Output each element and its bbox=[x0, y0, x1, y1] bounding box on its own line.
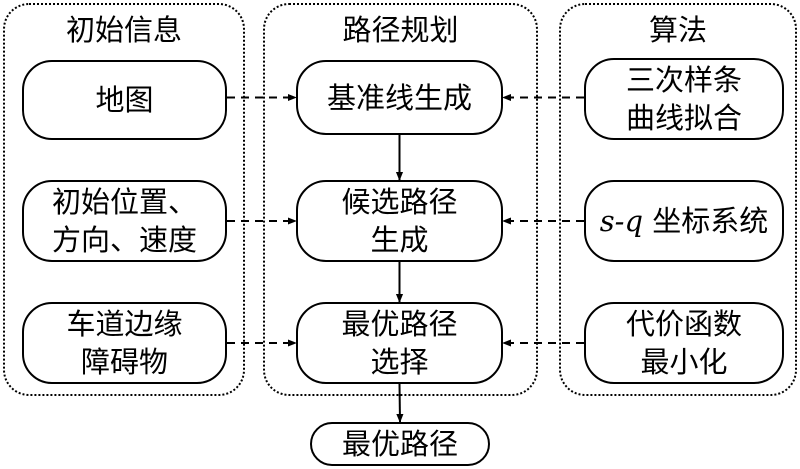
sq-symbol: s-q bbox=[599, 204, 644, 238]
group-algorithm bbox=[559, 3, 797, 396]
node-initial-state: 初始位置、 方向、速度 bbox=[22, 180, 227, 262]
group-initial-info bbox=[3, 3, 245, 396]
group-path-planning-title: 路径规划 bbox=[342, 13, 459, 47]
node-map: 地图 bbox=[22, 60, 227, 140]
node-cubic-spline-line-2: 曲线拟合 bbox=[625, 101, 742, 135]
node-cubic-spline: 三次样条 曲线拟合 bbox=[584, 58, 784, 140]
edge-optimal-selection-to-optimal-path bbox=[396, 383, 404, 423]
node-lane-obstacles: 车道边缘 障碍物 bbox=[22, 302, 227, 384]
node-cost-function-line-1: 代价函数 bbox=[625, 307, 742, 341]
node-map-line-1: 地图 bbox=[95, 83, 154, 117]
node-optimal-path-line-1: 最优路径 bbox=[341, 427, 458, 461]
node-cost-function-line-2: 最小化 bbox=[640, 345, 728, 379]
node-initial-state-line-1: 初始位置、 bbox=[51, 185, 197, 219]
group-initial-info-title: 初始信息 bbox=[65, 13, 182, 47]
node-sq-coordinates-line-1: s-q 坐标系统 bbox=[600, 202, 768, 240]
node-lane-obstacles-line-2: 障碍物 bbox=[80, 345, 168, 379]
node-optimal-selection-line-1: 最优路径 bbox=[341, 307, 458, 341]
node-reference-line-line-1: 基准线生成 bbox=[326, 80, 472, 115]
node-candidate-paths-line-1: 候选路径 bbox=[341, 185, 458, 219]
node-cubic-spline-line-1: 三次样条 bbox=[625, 63, 742, 97]
node-optimal-selection: 最优路径 选择 bbox=[296, 302, 503, 384]
node-reference-line: 基准线生成 bbox=[296, 60, 503, 135]
group-algorithm-title: 算法 bbox=[648, 13, 707, 47]
node-optimal-path: 最优路径 bbox=[310, 422, 490, 466]
node-initial-state-line-2: 方向、速度 bbox=[51, 223, 197, 257]
sq-label-text: 坐标系统 bbox=[643, 204, 769, 238]
node-optimal-selection-line-2: 选择 bbox=[370, 345, 429, 379]
node-cost-function: 代价函数 最小化 bbox=[584, 302, 784, 384]
node-candidate-paths: 候选路径 生成 bbox=[296, 180, 503, 262]
node-candidate-paths-line-2: 生成 bbox=[370, 223, 429, 257]
node-lane-obstacles-line-1: 车道边缘 bbox=[66, 307, 183, 341]
node-sq-coordinates: s-q 坐标系统 bbox=[584, 180, 784, 262]
